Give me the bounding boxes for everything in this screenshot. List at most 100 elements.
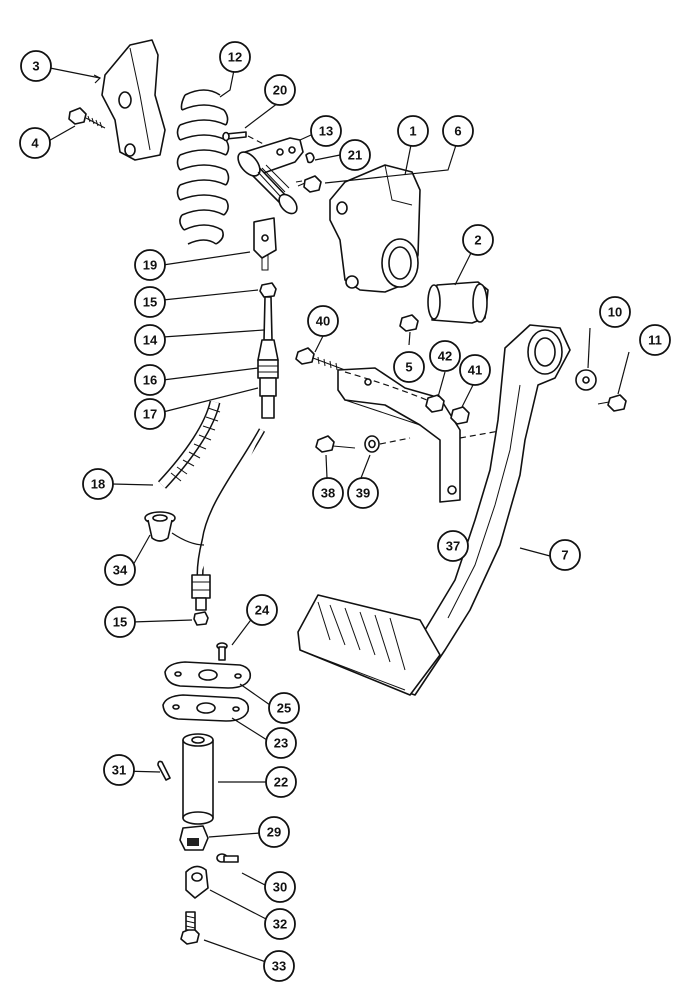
callout-41: 41 — [459, 354, 491, 386]
svg-text:25: 25 — [277, 701, 291, 716]
svg-text:37: 37 — [446, 539, 460, 554]
screw-part — [216, 642, 228, 661]
clevis-part — [253, 217, 277, 271]
callout-32: 32 — [264, 908, 296, 940]
svg-text:7: 7 — [561, 548, 568, 563]
callout-33: 33 — [263, 950, 295, 982]
tube-part — [182, 733, 214, 825]
svg-text:16: 16 — [143, 373, 157, 388]
callout-11: 11 — [639, 324, 671, 356]
svg-text:1: 1 — [409, 124, 416, 139]
bolt-part — [180, 911, 200, 945]
clamp-block-part — [179, 825, 209, 851]
callout-17: 17 — [134, 398, 166, 430]
svg-text:30: 30 — [273, 880, 287, 895]
callout-40: 40 — [307, 305, 339, 337]
callout-15b: 15 — [104, 606, 136, 638]
callout-20: 20 — [264, 74, 296, 106]
callout-38: 38 — [312, 477, 344, 509]
pedal-pad-part — [297, 594, 441, 696]
svg-text:2: 2 — [474, 233, 481, 248]
svg-text:31: 31 — [112, 763, 126, 778]
svg-text:11: 11 — [648, 333, 662, 348]
callout-42: 42 — [429, 340, 461, 372]
bushing-part — [427, 281, 489, 324]
nut-part — [450, 406, 470, 425]
svg-text:41: 41 — [468, 363, 482, 378]
spring-part — [176, 89, 230, 245]
svg-text:20: 20 — [273, 83, 287, 98]
bracket-part — [101, 39, 166, 161]
cable-sheath-part — [196, 428, 266, 576]
pin-part — [222, 131, 247, 142]
callout-37: 37 — [437, 530, 469, 562]
svg-text:39: 39 — [356, 486, 370, 501]
callout-24: 24 — [246, 594, 278, 626]
bolt-part — [295, 347, 346, 371]
svg-text:32: 32 — [273, 917, 287, 932]
callout-7: 7 — [549, 539, 581, 571]
clip-part — [305, 152, 315, 164]
callout-15a: 15 — [134, 286, 166, 318]
callout-29: 29 — [258, 816, 290, 848]
svg-text:34: 34 — [113, 563, 128, 578]
callout-13: 13 — [310, 115, 342, 147]
svg-text:15: 15 — [113, 615, 127, 630]
svg-text:13: 13 — [319, 124, 333, 139]
callout-21: 21 — [339, 139, 371, 171]
callout-6: 6 — [442, 115, 474, 147]
washer-part — [364, 435, 380, 453]
svg-text:15: 15 — [143, 295, 157, 310]
svg-text:18: 18 — [91, 477, 105, 492]
bolt-part — [295, 175, 322, 193]
svg-text:38: 38 — [321, 486, 335, 501]
callout-18: 18 — [82, 468, 114, 500]
svg-text:12: 12 — [228, 50, 242, 65]
gasket-part — [162, 694, 250, 722]
svg-text:23: 23 — [274, 736, 288, 751]
callout-14: 14 — [134, 324, 166, 356]
locknut-part — [259, 282, 277, 298]
svg-text:24: 24 — [255, 603, 270, 618]
svg-text:14: 14 — [143, 333, 158, 348]
rod-end-part — [185, 865, 209, 899]
callout-1: 1 — [397, 115, 429, 147]
grommet-part — [144, 511, 176, 542]
callout-39: 39 — [347, 477, 379, 509]
callout-10: 10 — [599, 296, 631, 328]
washer-part — [575, 369, 597, 391]
svg-text:21: 21 — [348, 148, 362, 163]
callout-16: 16 — [134, 364, 166, 396]
svg-text:22: 22 — [274, 775, 288, 790]
svg-text:42: 42 — [438, 349, 452, 364]
svg-text:33: 33 — [272, 959, 286, 974]
lever-shaft-part — [237, 137, 304, 215]
cable-assembly-part — [257, 296, 279, 419]
bolt-part — [68, 107, 106, 129]
callout-2: 2 — [462, 224, 494, 256]
callout-12: 12 — [219, 41, 251, 73]
callout-22: 22 — [265, 766, 297, 798]
cotter-pin-part — [157, 760, 171, 781]
svg-text:40: 40 — [316, 314, 330, 329]
callout-23: 23 — [265, 727, 297, 759]
svg-text:6: 6 — [454, 124, 461, 139]
pin-part — [216, 853, 239, 863]
plate-part — [164, 661, 252, 689]
lower-cable-fitting-part — [191, 574, 211, 611]
bolt-part — [315, 435, 356, 453]
nut-part — [399, 314, 419, 332]
svg-text:3: 3 — [32, 59, 39, 74]
callout-31: 31 — [103, 754, 135, 786]
callout-19: 19 — [134, 249, 166, 281]
svg-text:5: 5 — [405, 360, 412, 375]
svg-text:19: 19 — [143, 258, 157, 273]
svg-text:4: 4 — [31, 136, 39, 151]
callout-25: 25 — [268, 692, 300, 724]
pedal-lever-part — [399, 324, 571, 696]
nut-part — [425, 394, 445, 413]
callout-3: 3 — [20, 50, 52, 82]
svg-text:17: 17 — [143, 407, 157, 422]
callout-5: 5 — [393, 351, 425, 383]
